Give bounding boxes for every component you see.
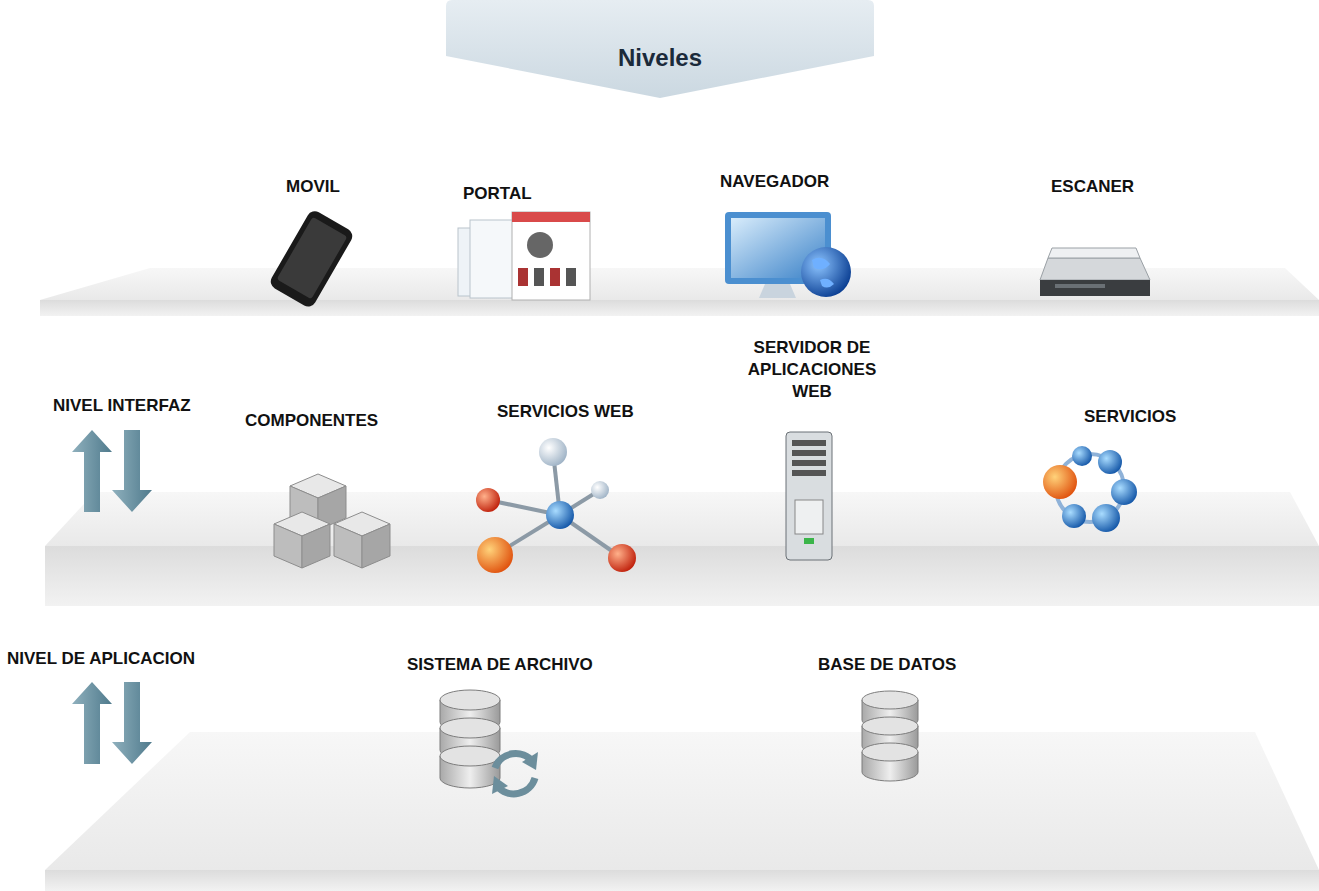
level-label: PORTAL [463, 183, 532, 205]
banner-title: Niveles [560, 44, 760, 72]
level-label: ESCANER [1051, 176, 1134, 198]
level-label: NIVEL DE APLICACION [7, 648, 195, 670]
level-label: SERVICIOS [1084, 406, 1176, 428]
level-label: NIVEL INTERFAZ [53, 395, 191, 417]
level-label: COMPONENTES [245, 410, 378, 432]
level-label: NAVEGADOR [720, 171, 829, 193]
level-label: SERVICIOS WEB [497, 401, 634, 423]
level-label: SERVIDOR DE APLICACIONES WEB [737, 337, 887, 403]
level-label: BASE DE DATOS [818, 654, 956, 676]
level-label: MOVIL [286, 176, 340, 198]
level-label: SISTEMA DE ARCHIVO [407, 654, 593, 676]
